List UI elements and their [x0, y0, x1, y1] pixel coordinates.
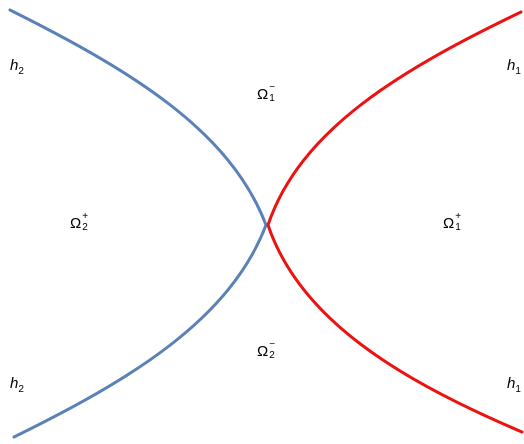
region-omega1-plus-sub: 1 [455, 222, 461, 233]
region-omega1-plus-main: Ω [443, 215, 455, 232]
label-h1-bottom: h1 [507, 375, 521, 395]
region-omega2-plus-sup: + [82, 211, 89, 222]
label-h1-bottom-sub: 1 [515, 384, 521, 395]
region-omega2-minus-main: Ω [257, 343, 269, 360]
label-h2-bottom: h2 [10, 375, 24, 395]
label-h2-top-sub: 2 [18, 66, 24, 77]
region-omega2-minus-sup: − [269, 339, 276, 350]
region-omega1-minus-main: Ω [257, 86, 269, 103]
label-h2-bottom-main: h [10, 375, 19, 392]
region-omega2-plus-main: Ω [70, 215, 82, 232]
label-h1-top-main: h [507, 57, 516, 74]
label-h2-top: h2 [10, 57, 24, 77]
region-omega2-minus-sub: 2 [269, 350, 275, 361]
label-h2-bottom-sub: 2 [18, 384, 24, 395]
region-omega1-plus: Ω+1 [443, 212, 461, 233]
curve-h2 [8, 8, 268, 439]
label-h1-bottom-main: h [507, 375, 516, 392]
label-h1-top: h1 [507, 57, 521, 77]
region-omega2-plus-sub: 2 [82, 222, 88, 233]
region-omega2-minus: Ω−2 [257, 340, 275, 361]
region-omega1-minus: Ω−1 [257, 83, 275, 104]
region-omega1-minus-sup: − [269, 82, 276, 93]
label-h2-top-main: h [10, 57, 19, 74]
region-omega1-minus-sub: 1 [269, 93, 275, 104]
region-omega1-plus-sup: + [455, 211, 462, 222]
curve-h1 [266, 10, 524, 434]
region-omega2-plus: Ω+2 [70, 212, 88, 233]
label-h1-top-sub: 1 [515, 66, 521, 77]
